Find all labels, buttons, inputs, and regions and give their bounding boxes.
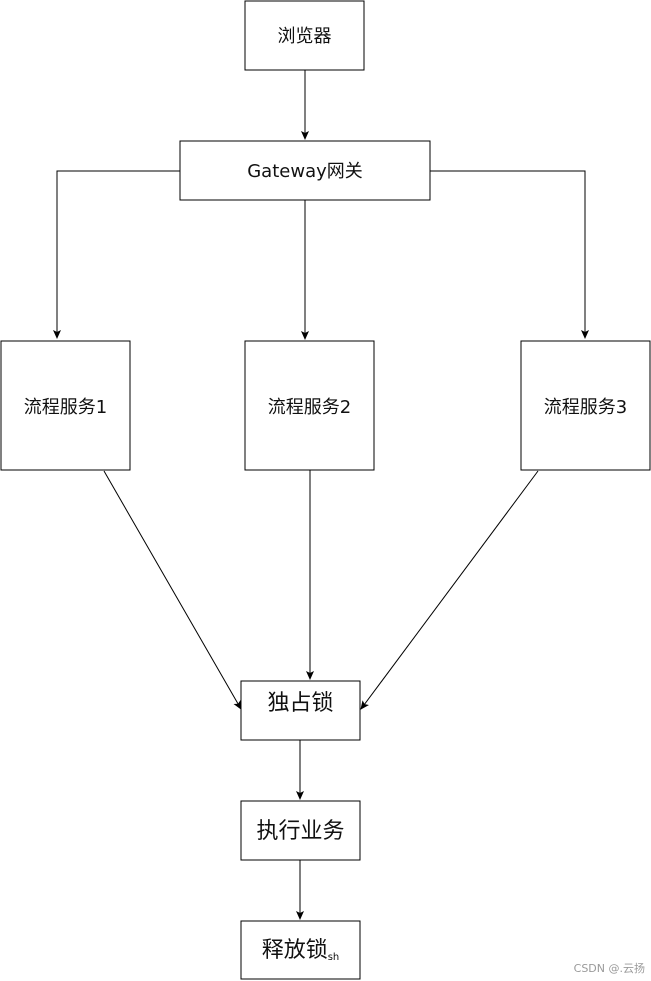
watermark: CSDN @.云扬 <box>573 962 645 975</box>
node-lock: 独占锁 <box>240 680 361 741</box>
node-release-label: 释放锁 <box>262 938 328 963</box>
node-service3: 流程服务3 <box>520 340 651 471</box>
edge-gateway-service3 <box>430 170 589 339</box>
edge-service3-lock <box>360 470 539 710</box>
node-service1: 流程服务1 <box>0 340 131 471</box>
edge-gateway-service1 <box>53 170 180 339</box>
node-gateway-label: Gateway网关 <box>247 161 363 182</box>
node-service3-label: 流程服务3 <box>544 397 627 418</box>
node-execute-label: 执行业务 <box>256 819 344 844</box>
edge-service1-lock <box>103 470 242 710</box>
node-release: 释放锁sh <box>240 920 361 980</box>
node-release-text: 释放锁sh <box>262 938 340 963</box>
node-execute: 执行业务 <box>240 800 361 861</box>
node-release-subscript: sh <box>328 952 340 963</box>
node-browser-label: 浏览器 <box>278 26 332 47</box>
node-service1-label: 流程服务1 <box>24 397 107 418</box>
node-service2: 流程服务2 <box>244 340 375 471</box>
node-browser: 浏览器 <box>244 0 365 71</box>
node-lock-label: 独占锁 <box>267 691 333 716</box>
node-service2-label: 流程服务2 <box>268 397 351 418</box>
node-gateway: Gateway网关 <box>179 140 431 201</box>
